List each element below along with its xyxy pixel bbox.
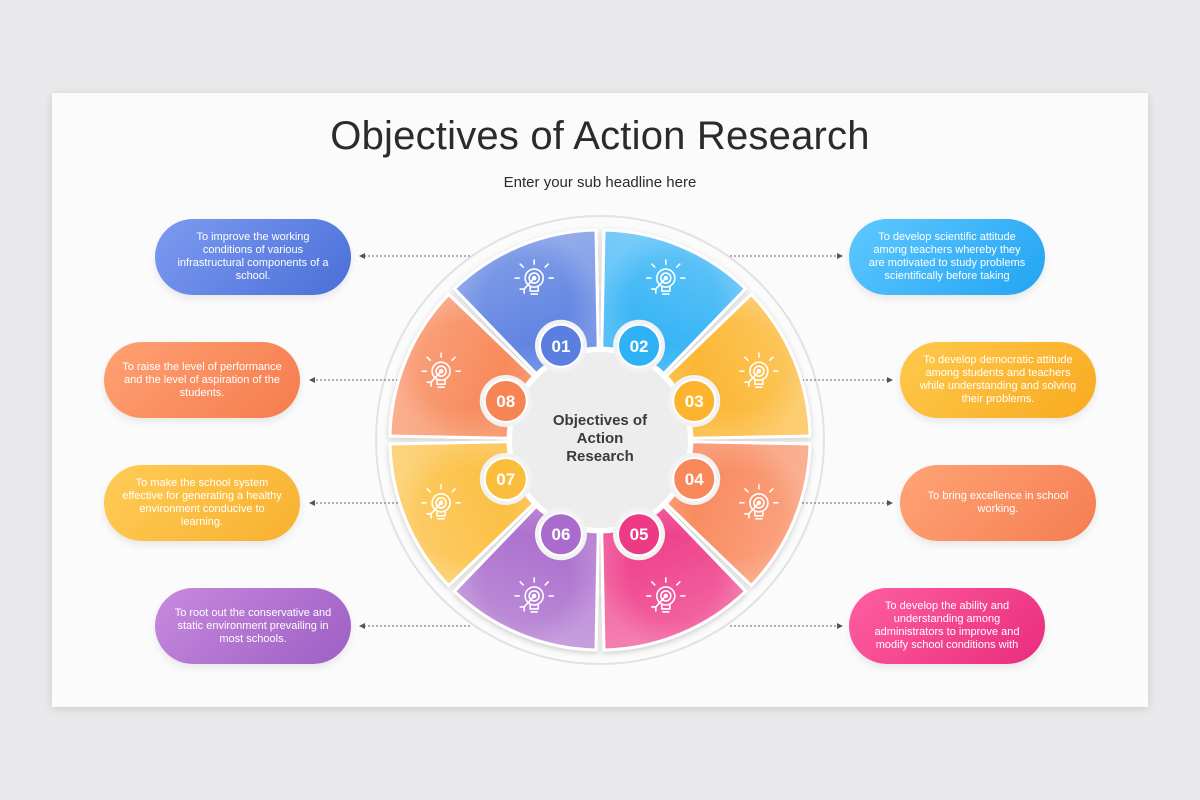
lightbulb-target-icon bbox=[514, 577, 554, 613]
badge-number: 07 bbox=[496, 470, 515, 489]
objective-01-pill: To improve the working conditions of var… bbox=[155, 219, 351, 295]
badge-fill bbox=[483, 378, 528, 423]
badge-fill bbox=[672, 457, 717, 502]
number-badge-07: 07 bbox=[479, 453, 532, 506]
lightbulb-target-icon bbox=[514, 259, 554, 295]
number-badge-06: 06 bbox=[534, 508, 587, 561]
page-subtitle: Enter your sub headline here bbox=[503, 174, 697, 191]
outer-ring bbox=[375, 215, 825, 665]
objective-04-pill: To bring excellence in school working. bbox=[900, 465, 1096, 541]
lightbulb-target-icon bbox=[421, 484, 461, 520]
lightbulb-target-icon bbox=[646, 259, 686, 295]
center-line-3: Research bbox=[566, 448, 634, 465]
center-line-2: Action bbox=[576, 430, 624, 447]
badge-number: 02 bbox=[630, 337, 649, 356]
badge-fill bbox=[672, 378, 717, 423]
number-badge-02: 02 bbox=[613, 319, 666, 372]
badge-fill bbox=[538, 323, 583, 368]
badge-fill bbox=[617, 512, 662, 557]
badge-number: 05 bbox=[630, 525, 649, 544]
badge-fill bbox=[538, 512, 583, 557]
lightbulb-target-icon bbox=[739, 484, 779, 520]
badge-number: 06 bbox=[552, 525, 571, 544]
number-badge-03: 03 bbox=[668, 374, 721, 427]
badge-number: 08 bbox=[496, 392, 515, 411]
page-title: Objectives of Action Research bbox=[330, 114, 870, 158]
badge-fill bbox=[617, 323, 662, 368]
center-label: Objectives of Action Research bbox=[530, 412, 670, 466]
objective-03-pill: To develop democratic attitude among stu… bbox=[900, 342, 1096, 418]
center-disc bbox=[508, 348, 692, 532]
objective-07-pill: To make the school system effective for … bbox=[104, 465, 300, 541]
number-badge-05: 05 bbox=[613, 508, 666, 561]
number-badge-08: 08 bbox=[479, 374, 532, 427]
center-line-1: Objectives of bbox=[552, 412, 648, 429]
badge-fill bbox=[483, 457, 528, 502]
badge-number: 03 bbox=[685, 392, 704, 411]
objective-05-pill: To develop the ability and understanding… bbox=[849, 588, 1045, 664]
number-badge-04: 04 bbox=[668, 453, 721, 506]
lightbulb-target-icon bbox=[739, 352, 779, 388]
number-badge-01: 01 bbox=[534, 319, 587, 372]
lightbulb-target-icon bbox=[421, 352, 461, 388]
badge-number: 04 bbox=[685, 470, 704, 489]
objective-08-pill: To raise the level of performance and th… bbox=[104, 342, 300, 418]
badge-number: 01 bbox=[552, 337, 571, 356]
objective-02-pill: To develop scientific attitude among tea… bbox=[849, 219, 1045, 295]
lightbulb-target-icon bbox=[646, 577, 686, 613]
objective-06-pill: To root out the conservative and static … bbox=[155, 588, 351, 664]
